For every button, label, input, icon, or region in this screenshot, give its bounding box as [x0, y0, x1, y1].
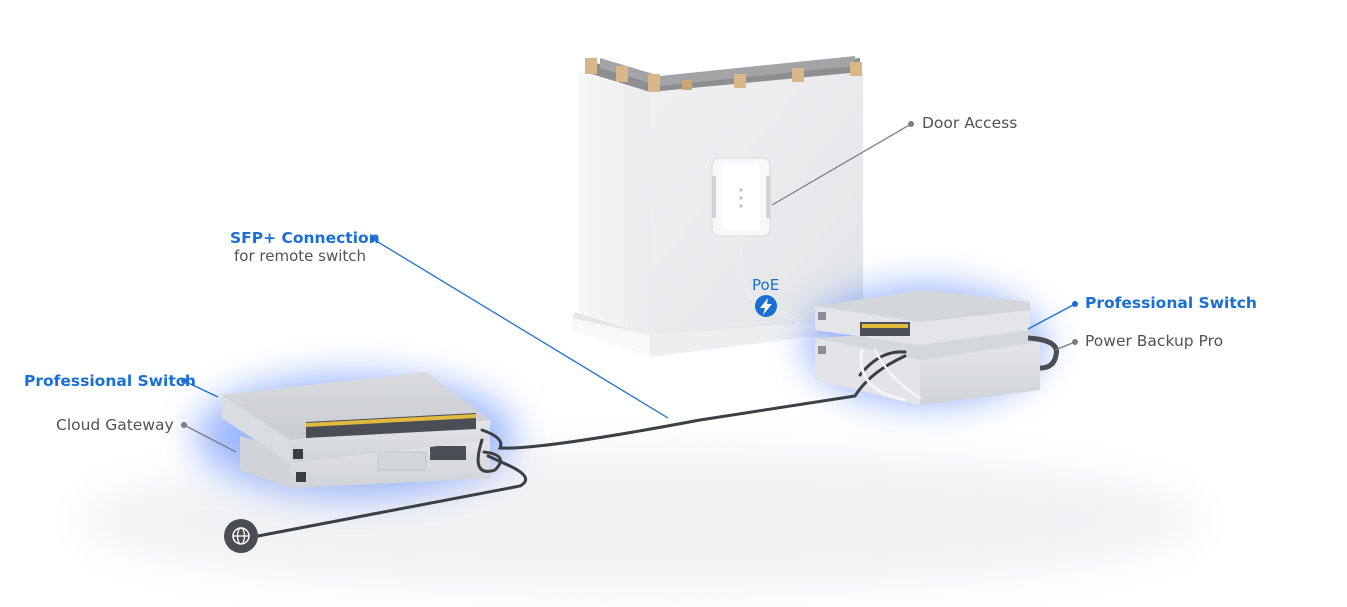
- professional-switch-right-label: Professional Switch: [1085, 294, 1257, 312]
- lightning-icon: [755, 295, 777, 317]
- sfp-connection-label: SFP+ Connection: [230, 229, 380, 247]
- cables: [256, 348, 922, 538]
- switch-left-ports: [293, 413, 476, 459]
- left-rack: [195, 372, 515, 495]
- leader-lines: [181, 121, 1078, 453]
- door-access-device: [711, 157, 836, 332]
- power-backup-label: Power Backup Pro: [1085, 332, 1224, 350]
- sfp-connection-sublabel: for remote switch: [234, 247, 367, 265]
- door-access-label: Door Access: [922, 114, 1018, 132]
- professional-switch-left-label: Professional Switch: [24, 372, 196, 390]
- switch-right-ports: [818, 312, 910, 336]
- globe-icon: [224, 519, 258, 553]
- right-rack: [805, 285, 1059, 405]
- poe-label: PoE: [752, 276, 780, 294]
- cloud-gateway-label: Cloud Gateway: [56, 416, 174, 434]
